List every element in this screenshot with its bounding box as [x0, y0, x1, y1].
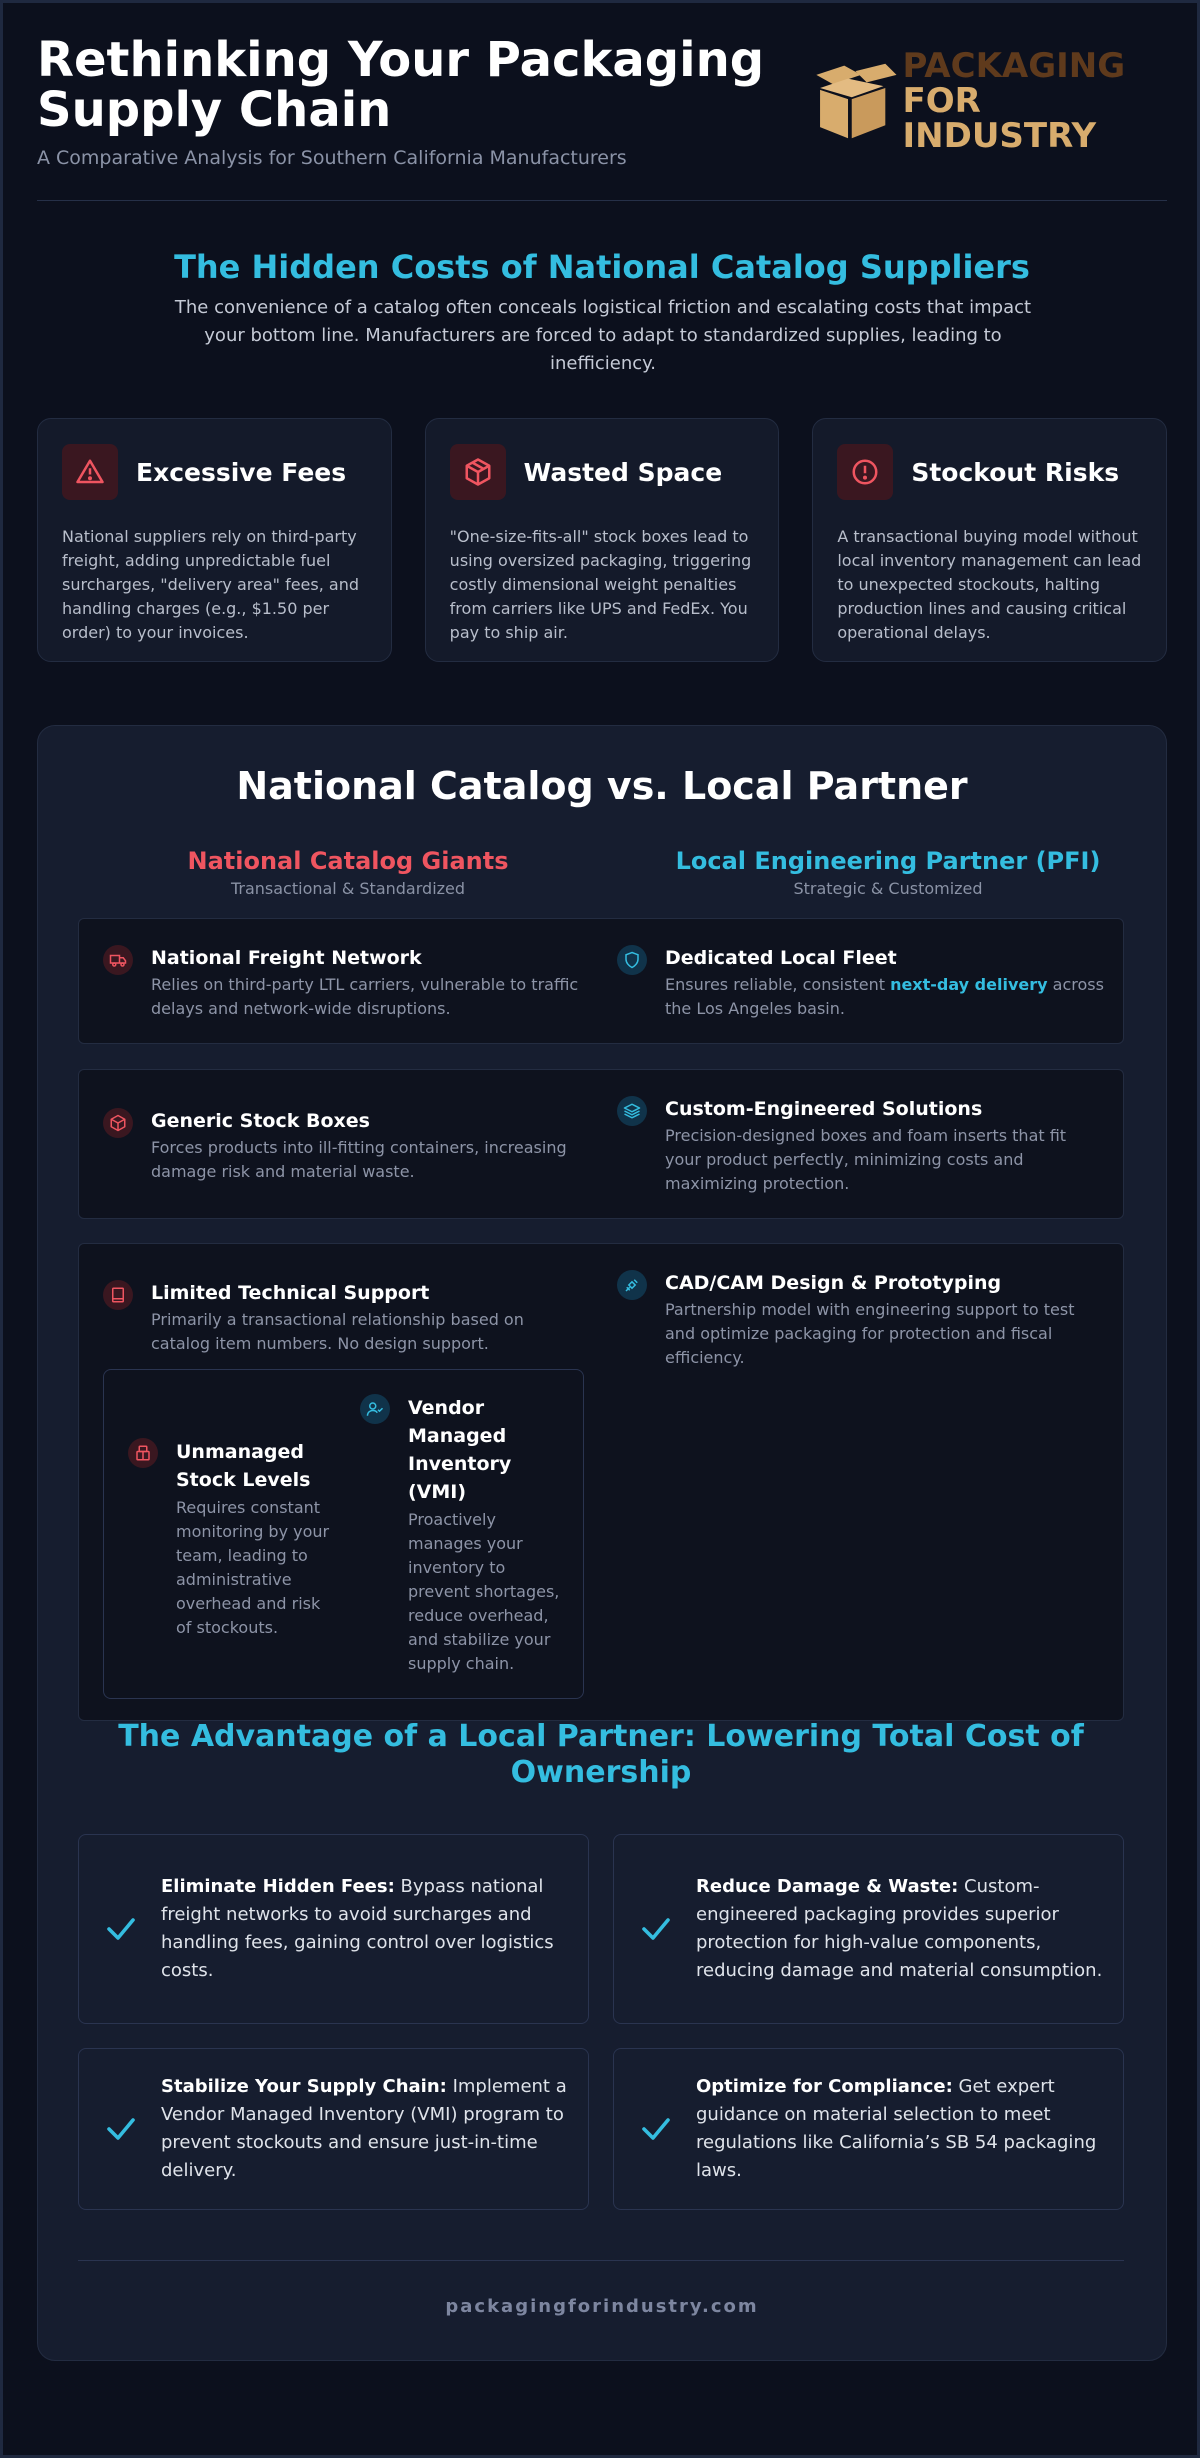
logo-text-line2: FOR INDUSTRY [902, 80, 1097, 156]
cost-card-body: "One-size-fits-all" stock boxes lead to … [449, 527, 752, 642]
next-day-delivery-highlight: next-day delivery [890, 975, 1048, 994]
header: Rethinking Your Packaging Supply Chain A… [37, 35, 1167, 205]
advantage-label: Optimize for Compliance: [696, 2076, 953, 2097]
advantage-description: Implement a Vendor Managed Inventory (VM… [161, 2076, 567, 2181]
comparison-item-right: Custom-Engineered Solutions Precision-de… [617, 1096, 1107, 1196]
advantage-label: Reduce Damage & Waste: [696, 1876, 959, 1897]
comparison-item-left: National Freight Network Relies on third… [103, 945, 583, 1021]
checkmark-icon [107, 1918, 135, 1940]
item-description: Primarily a transactional relationship b… [151, 1310, 524, 1353]
advantage-label: Eliminate Hidden Fees: [161, 1876, 395, 1897]
comparison-item-left: Limited Technical Support Primarily a tr… [103, 1280, 583, 1356]
right-subheading: Strategic & Customized [793, 879, 983, 898]
alert-circle-icon [837, 444, 894, 500]
hidden-costs-intro: The convenience of a catalog often conce… [174, 297, 1032, 374]
item-title: Unmanaged Stock Levels [176, 1441, 311, 1491]
item-description: Forces products into ill-fitting contain… [151, 1138, 567, 1181]
comparison-panel: National Catalog vs. Local Partner Natio… [37, 725, 1167, 2361]
comparison-title: National Catalog vs. Local Partner [236, 764, 968, 808]
cost-card-title: Excessive Fees [136, 457, 347, 487]
logo-text-line1: PACKAGING [902, 45, 1126, 86]
advantage-card: Reduce Damage & Waste: Custom-engineered… [613, 1834, 1124, 2024]
header-divider [37, 200, 1167, 201]
desc-text: across the Los Angeles basin. [665, 975, 1104, 1018]
checkmark-icon [642, 1918, 670, 1940]
advantages-title: The Advantage of a Local Partner: Loweri… [118, 1719, 1084, 1790]
book-icon [103, 1280, 133, 1310]
advantage-description: Bypass national freight networks to avoi… [161, 1876, 554, 1981]
checkmark-icon [107, 2118, 135, 2140]
comparison-item-left: Unmanaged Stock Levels Requires constant… [128, 1438, 338, 1640]
page-title: Rethinking Your Packaging Supply Chain [37, 32, 765, 138]
item-title: CAD/CAM Design & Prototyping [665, 1272, 1002, 1294]
box-icon [449, 444, 506, 500]
comparison-item-left: Generic Stock Boxes Forces products into… [103, 1108, 583, 1184]
user-check-icon [360, 1394, 390, 1424]
brand-logo[interactable]: PACKAGING FOR INDUSTRY [807, 48, 1167, 153]
checkmark-icon [642, 2118, 670, 2140]
box-logo-icon [816, 63, 897, 139]
comparison-item-right: Vendor Managed Inventory (VMI) Proactive… [360, 1394, 570, 1676]
advantage-card: Optimize for Compliance: Get expert guid… [613, 2048, 1124, 2210]
layers-icon [617, 1096, 647, 1126]
cost-card-title: Wasted Space [523, 457, 723, 487]
advantage-text: Stabilize Your Supply Chain: Implement a… [161, 2073, 568, 2185]
comparison-row: National Freight Network Relies on third… [78, 918, 1124, 1044]
inventory-comparison-box: Unmanaged Stock Levels Requires constant… [103, 1369, 584, 1699]
left-column-heading: National Catalog Giants Transactional & … [98, 847, 598, 898]
comparison-item-right: Dedicated Local Fleet Ensures reliable, … [617, 945, 1107, 1021]
advantage-text: Reduce Damage & Waste: Custom-engineered… [696, 1873, 1103, 1985]
advantage-label: Stabilize Your Supply Chain: [161, 2076, 447, 2097]
advantage-description: Get expert guidance on material selectio… [696, 2076, 1097, 2181]
hidden-costs-title: The Hidden Costs of National Catalog Sup… [174, 248, 1030, 286]
page-subtitle: A Comparative Analysis for Southern Cali… [37, 147, 627, 169]
right-column-heading: Local Engineering Partner (PFI) Strategi… [638, 847, 1138, 898]
item-description: Ensures reliable, consistent next-day de… [665, 973, 1107, 1021]
truck-icon [103, 945, 133, 975]
item-title: Vendor Managed Inventory (VMI) [408, 1397, 512, 1503]
advantage-text: Optimize for Compliance: Get expert guid… [696, 2073, 1103, 2185]
item-description: Proactively manages your inventory to pr… [408, 1510, 560, 1673]
shield-icon [617, 945, 647, 975]
cost-card-excessive-fees: Excessive Fees National suppliers rely o… [37, 418, 392, 662]
desc-text: Ensures reliable, consistent [665, 975, 891, 994]
footer-url-link[interactable]: packagingforindustry.com [445, 2296, 759, 2317]
right-heading: Local Engineering Partner (PFI) [675, 847, 1101, 875]
comparison-row: Generic Stock Boxes Forces products into… [78, 1069, 1124, 1219]
footer-divider [78, 2260, 1124, 2261]
item-description: Requires constant monitoring by your tea… [176, 1498, 330, 1637]
item-title: Generic Stock Boxes [151, 1110, 370, 1132]
cost-card-wasted-space: Wasted Space "One-size-fits-all" stock b… [424, 418, 780, 662]
item-title: Dedicated Local Fleet [665, 947, 897, 969]
cube-icon [103, 1108, 133, 1138]
cost-card-title: Stockout Risks [911, 457, 1120, 487]
cost-card-body: National suppliers rely on third-party f… [62, 527, 359, 642]
advantage-text: Eliminate Hidden Fees: Bypass national f… [161, 1873, 568, 1985]
cost-card-body: A transactional buying model without loc… [837, 527, 1142, 642]
left-subheading: Transactional & Standardized [230, 879, 466, 898]
advantage-description: Custom-engineered packaging provides sup… [696, 1876, 1103, 1981]
item-title: National Freight Network [151, 947, 422, 969]
item-description: Precision-designed boxes and foam insert… [665, 1126, 1067, 1193]
item-description: Partnership model with engineering suppo… [665, 1300, 1075, 1367]
comparison-item-right: CAD/CAM Design & Prototyping Partnership… [617, 1270, 1107, 1370]
item-title: Custom-Engineered Solutions [665, 1098, 983, 1120]
left-heading: National Catalog Giants [187, 847, 509, 875]
warning-triangle-icon [62, 444, 118, 500]
cost-card-stockout-risks: Stockout Risks A transactional buying mo… [812, 418, 1168, 662]
boxes-icon [128, 1438, 158, 1468]
comparison-row: Limited Technical Support Primarily a tr… [78, 1243, 1124, 1721]
advantage-card: Stabilize Your Supply Chain: Implement a… [78, 2048, 589, 2210]
satellite-icon [617, 1270, 647, 1300]
item-title: Limited Technical Support [151, 1282, 430, 1304]
advantage-card: Eliminate Hidden Fees: Bypass national f… [78, 1834, 589, 2024]
hidden-costs-cards: Excessive Fees National suppliers rely o… [37, 418, 1168, 662]
item-description: Relies on third-party LTL carriers, vuln… [151, 975, 579, 1018]
